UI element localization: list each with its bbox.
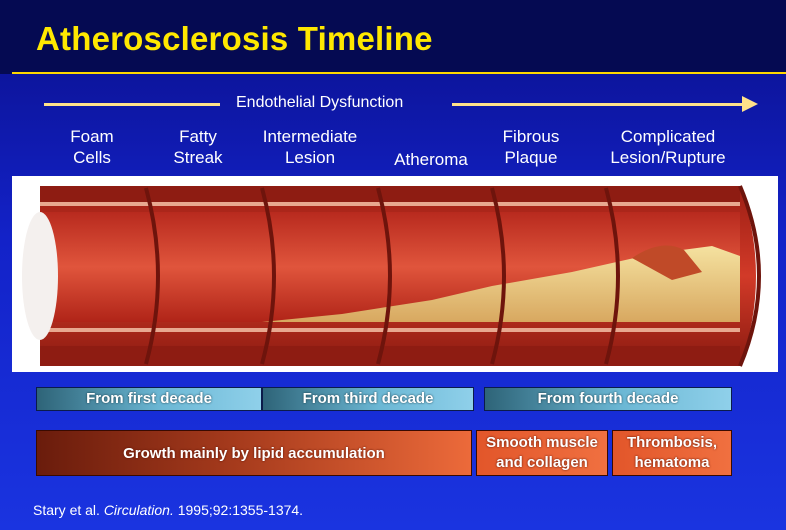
stage-label-foam-cells: Foam Cells [52,126,132,168]
title-underline [12,72,786,74]
stage-label-fatty-streak: Fatty Streak [158,126,238,168]
slide-title: Atherosclerosis Timeline [36,20,433,58]
timeline-label: Endothelial Dysfunction [236,94,403,112]
citation-authors: Stary et al. [33,502,100,518]
citation-ref: 1995;92:1355-1374. [178,502,303,518]
stage-label-complicated-lesion: Complicated Lesion/Rupture [594,126,742,168]
timeline-arrowhead-icon [742,96,758,112]
timeline-arrow-left [44,103,220,106]
growth-label: Thrombosis, hematoma [627,433,717,473]
elastic-lamina-bottom [40,328,740,332]
artery-illustration [12,176,778,372]
onset-fourth-decade: From fourth decade [484,387,732,411]
vessel-opening-left [22,212,58,340]
onset-first-decade: From first decade [36,387,262,411]
growth-label: Smooth muscle and collagen [486,433,598,473]
citation: Stary et al. Circulation. 1995;92:1355-1… [33,502,303,518]
timeline-arrow-right [452,103,744,106]
artery-drawing [12,176,778,372]
elastic-lamina-top [40,202,740,206]
onset-third-decade: From third decade [262,387,474,411]
stage-label-atheroma: Atheroma [376,149,486,170]
growth-thrombosis-hematoma: Thrombosis, hematoma [612,430,732,476]
citation-journal: Circulation. [104,502,174,518]
growth-label: Growth mainly by lipid accumulation [123,445,385,462]
growth-lipid-accumulation: Growth mainly by lipid accumulation [36,430,472,476]
stage-label-fibrous-plaque: Fibrous Plaque [488,126,574,168]
stage-label-intermediate-lesion: Intermediate Lesion [248,126,372,168]
growth-smooth-muscle-collagen: Smooth muscle and collagen [476,430,608,476]
